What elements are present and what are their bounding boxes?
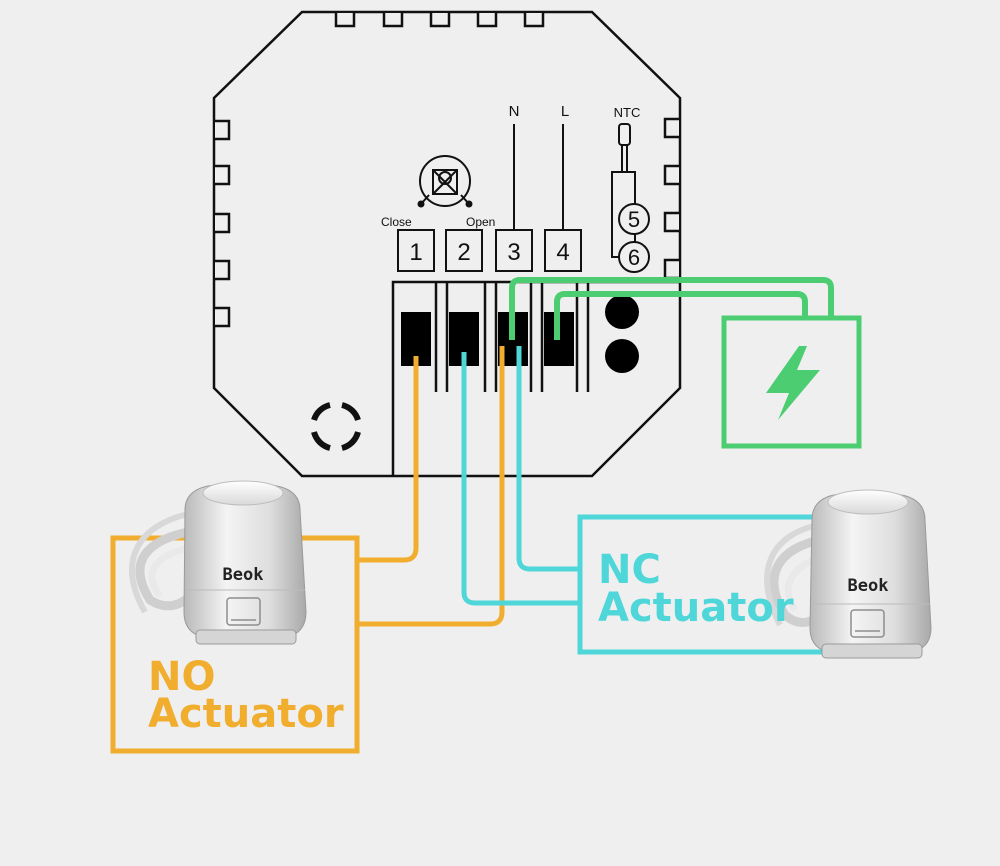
valve-symbol-icon	[417, 155, 473, 208]
terminal-label-2: 2	[457, 239, 470, 266]
nc-actuator-label-line1: NC	[598, 547, 661, 593]
power-wire-l	[554, 291, 808, 340]
screw-mark-icon	[311, 402, 361, 451]
power-source-box	[721, 315, 862, 449]
terminal-label-1: 1	[409, 239, 422, 266]
no-actuator: Beok NO Actuator	[110, 480, 360, 754]
nc-actuator-wiring	[461, 346, 582, 606]
nc-actuator: Beok NC Actuator	[577, 489, 932, 659]
power-leads	[513, 124, 564, 230]
power-wire-n	[509, 277, 834, 340]
ntc-terminal-5: 5	[628, 207, 640, 232]
n-label: N	[509, 103, 520, 120]
no-actuator-label-line2: Actuator	[148, 691, 344, 737]
ntc-socket-5	[605, 295, 639, 329]
open-label: Open	[466, 215, 495, 229]
actuator-head-icon	[764, 489, 932, 659]
no-actuator-brand: Beok	[223, 565, 264, 585]
ntc-label: NTC	[614, 105, 641, 120]
l-label: L	[561, 103, 569, 120]
ntc-socket-6	[605, 339, 639, 373]
nc-actuator-brand: Beok	[848, 576, 889, 596]
actuator-head-icon	[129, 480, 307, 645]
ntc-terminal-6: 6	[628, 245, 640, 270]
no-actuator-wiring	[358, 346, 505, 627]
lightning-bolt-icon	[766, 346, 820, 420]
close-label: Close	[381, 215, 412, 229]
power-supply	[509, 277, 862, 449]
nc-actuator-label-line2: Actuator	[598, 585, 794, 631]
terminal-label-4: 4	[556, 239, 569, 266]
no-actuator-label-line1: NO	[148, 654, 215, 700]
terminal-label-3: 3	[507, 239, 520, 266]
terminal-labels: 1 2 3 4	[397, 229, 582, 272]
mounting-tabs	[215, 13, 679, 328]
ntc-sensor-icon	[611, 123, 650, 273]
